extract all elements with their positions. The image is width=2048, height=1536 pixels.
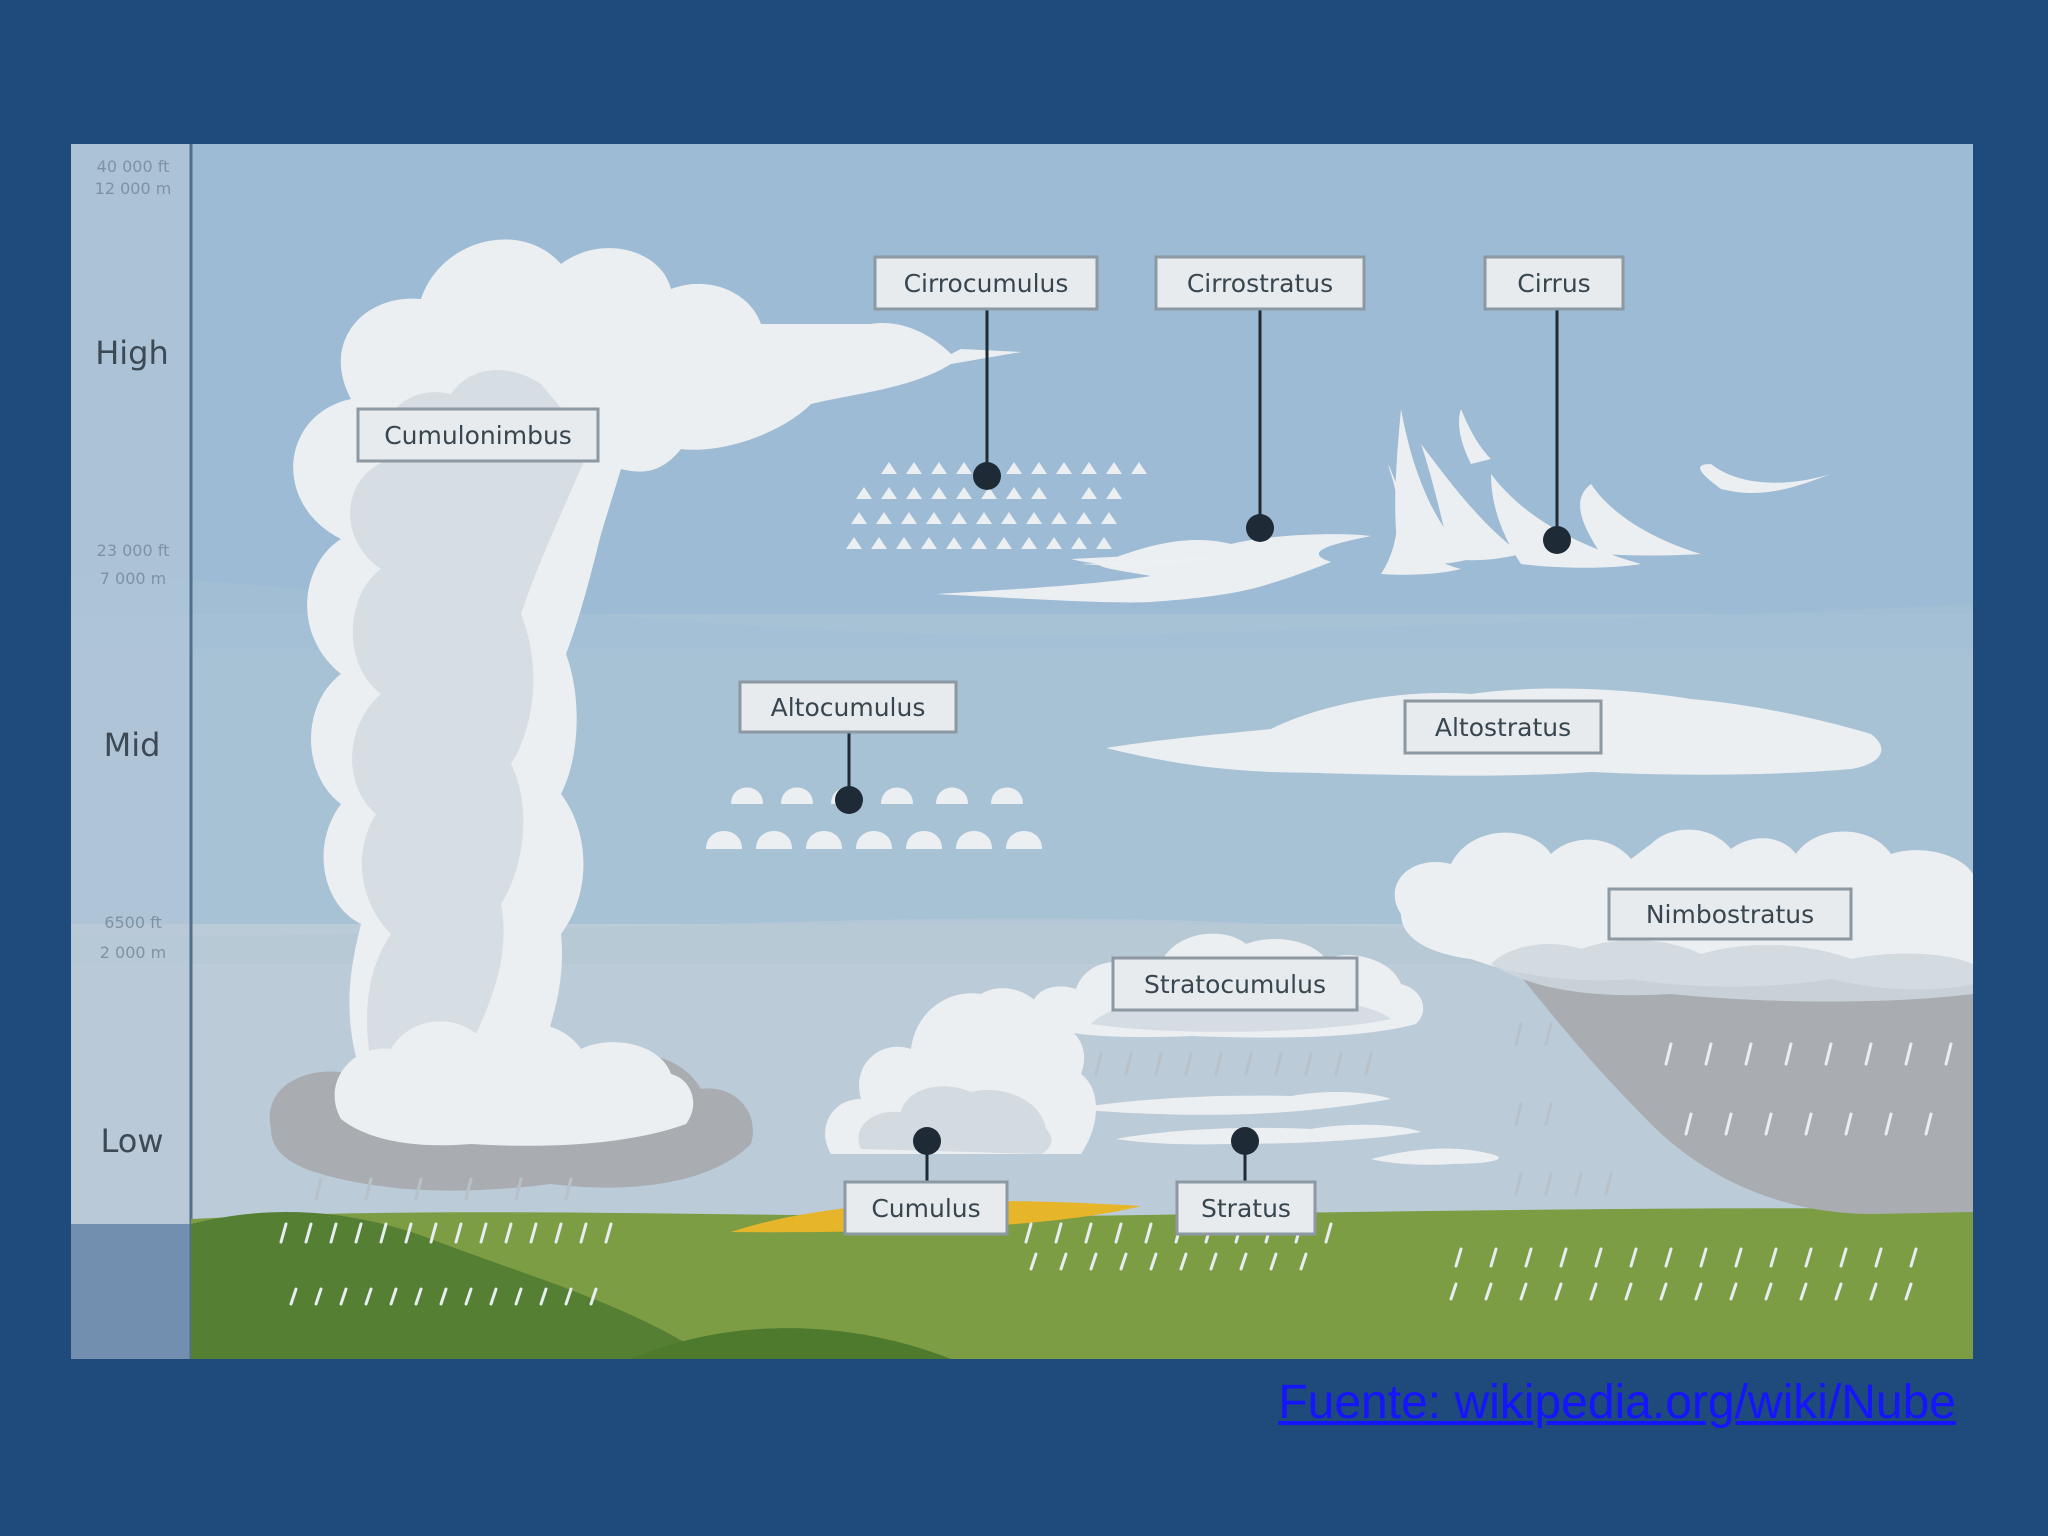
ground-hill-mid <box>631 1328 951 1359</box>
label-stratocumulus: Stratocumulus <box>1111 956 1359 1012</box>
ground-hill-left <box>191 1212 711 1359</box>
svg-text:Cirrus: Cirrus <box>1517 269 1590 298</box>
svg-text:Altocumulus: Altocumulus <box>771 693 926 722</box>
svg-text:Stratus: Stratus <box>1201 1194 1291 1223</box>
altitude-band-high: High <box>95 334 169 372</box>
altitude-mark-3-ft: 6500 ft <box>104 913 161 932</box>
svg-text:Altostratus: Altostratus <box>1435 713 1571 742</box>
cumulus-cloud <box>825 988 1096 1154</box>
svg-text:Cumulonimbus: Cumulonimbus <box>384 421 572 450</box>
svg-text:Nimbostratus: Nimbostratus <box>1646 900 1814 929</box>
altitude-mark-3-m: 2 000 m <box>100 943 166 962</box>
cloud-types-diagram: High Mid Low 40 000 ft 12 000 m 23 000 f… <box>71 144 1973 1359</box>
stratus-cloud <box>1071 1092 1499 1165</box>
label-stratus: Stratus <box>1175 1127 1317 1236</box>
source-link[interactable]: Fuente: wikipedia.org/wiki/Nube <box>1278 1376 1956 1429</box>
altocumulus-cloud <box>706 787 1042 849</box>
cirrus-cloud <box>1381 409 1831 575</box>
label-cirrostratus: Cirrostratus <box>1154 255 1366 542</box>
altitude-mark-1-m: 12 000 m <box>95 179 172 198</box>
svg-text:Cumulus: Cumulus <box>871 1194 980 1223</box>
cirrostratus-cloud <box>936 534 1371 603</box>
cirrocumulus-cloud <box>846 462 1147 549</box>
cirrostratus-wisp <box>1081 556 1231 567</box>
altitude-mark-2-m: 7 000 m <box>100 569 166 588</box>
label-altostratus: Altostratus <box>1403 699 1603 755</box>
altitude-mark-1-ft: 40 000 ft <box>97 157 170 176</box>
svg-text:Stratocumulus: Stratocumulus <box>1144 970 1326 999</box>
svg-text:Cirrocumulus: Cirrocumulus <box>904 269 1069 298</box>
svg-text:Cirrostratus: Cirrostratus <box>1187 269 1333 298</box>
altitude-axis <box>71 144 190 1359</box>
label-cirrus: Cirrus <box>1483 255 1625 554</box>
altitude-mark-2-ft: 23 000 ft <box>97 541 170 560</box>
label-altocumulus: Altocumulus <box>738 680 958 814</box>
cumulonimbus-rain <box>279 1177 613 1306</box>
label-nimbostratus: Nimbostratus <box>1607 887 1853 941</box>
label-cumulus: Cumulus <box>843 1127 1009 1236</box>
cumulonimbus-cloud <box>269 239 1021 1191</box>
altitude-band-mid: Mid <box>104 726 161 764</box>
label-cumulonimbus: Cumulonimbus <box>356 407 600 463</box>
label-cirrocumulus: Cirrocumulus <box>873 255 1099 490</box>
altitude-band-low: Low <box>100 1122 163 1160</box>
nimbostratus-rain <box>1449 1022 1953 1301</box>
